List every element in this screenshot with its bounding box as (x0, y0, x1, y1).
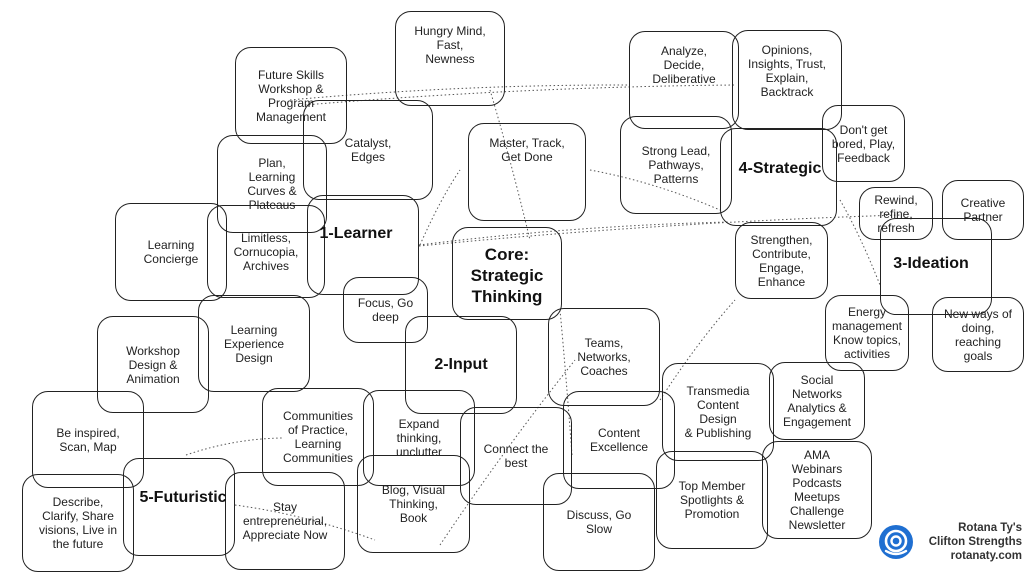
node-creative: Creative Partner (942, 180, 1024, 240)
label-futuristic: 5-Futuristic (139, 489, 227, 506)
node-learning-exp: Learning Experience Design (198, 295, 310, 392)
brand-subtitle: Clifton Strengths (928, 536, 1022, 548)
node-dont-get-bored: Don't get bored, Play, Feedback (822, 105, 905, 182)
node-input-box (405, 316, 517, 414)
concentric-circle-logo-icon (879, 525, 913, 559)
brand-block: Rotana Ty's Clifton Strengths rotanaty.c… (876, 520, 1026, 564)
node-opinions: Opinions, Insights, Trust, Explain, Back… (732, 30, 842, 130)
node-communities: Communities of Practice, Learning Commun… (262, 388, 374, 486)
node-analyze: Analyze, Decide, Deliberative (629, 31, 739, 129)
node-ama: AMA Webinars Podcasts Meetups Challenge … (762, 441, 872, 539)
node-strong-lead: Strong Lead, Pathways, Patterns (620, 116, 732, 214)
node-workshop: Workshop Design & Animation (97, 316, 209, 413)
node-ideation-box (880, 218, 992, 315)
node-new-ways: New ways of doing, reaching goals (932, 297, 1024, 372)
brand-site: rotanaty.com (950, 550, 1022, 562)
node-concierge: Learning Concierge (115, 203, 227, 301)
label-core: Core: Strategic Thinking (470, 245, 544, 306)
node-blog: Blog, Visual Thinking, Book (357, 455, 470, 553)
node-catalyst: Catalyst, Edges (303, 100, 433, 200)
brand-text: Rotana Ty's Clifton Strengths rotanaty.c… (929, 521, 1022, 563)
node-focus: Focus, Go deep (343, 277, 428, 343)
node-transmedia: Transmedia Content Design & Publishing (662, 363, 774, 461)
node-learner-box (307, 195, 419, 295)
node-describe: Describe, Clarify, Share visions, Live i… (22, 474, 134, 572)
node-strengthen: Strengthen, Contribute, Engage, Enhance (735, 222, 828, 299)
label-input: 2-Input (434, 356, 488, 373)
node-master: Master, Track, Get Done (468, 123, 586, 221)
node-limitless: Limitless, Cornucopia, Archives (207, 205, 325, 298)
node-hungry: Hungry Mind, Fast, Newness (395, 11, 505, 106)
node-teams: Teams, Networks, Coaches (548, 308, 660, 406)
node-top-member: Top Member Spotlights & Promotion (656, 451, 768, 549)
node-content-exc: Content Excellence (563, 391, 675, 489)
label-learner: 1-Learner (319, 225, 393, 242)
node-futuristic-box (123, 458, 235, 556)
brand-name: Rotana Ty's (958, 522, 1022, 534)
node-social: Social Networks Analytics & Engagement (769, 362, 865, 440)
node-be-inspired: Be inspired, Scan, Map (32, 391, 144, 488)
label-strategic: 4-Strategic (738, 160, 822, 177)
label-ideation: 3-Ideation (893, 255, 969, 272)
node-discuss: Discuss, Go Slow (543, 473, 655, 571)
node-energy: Energy management Know topics, activitie… (825, 295, 909, 371)
node-entrepreneurial: Stay entrepreneurial, Appreciate Now (225, 472, 345, 570)
